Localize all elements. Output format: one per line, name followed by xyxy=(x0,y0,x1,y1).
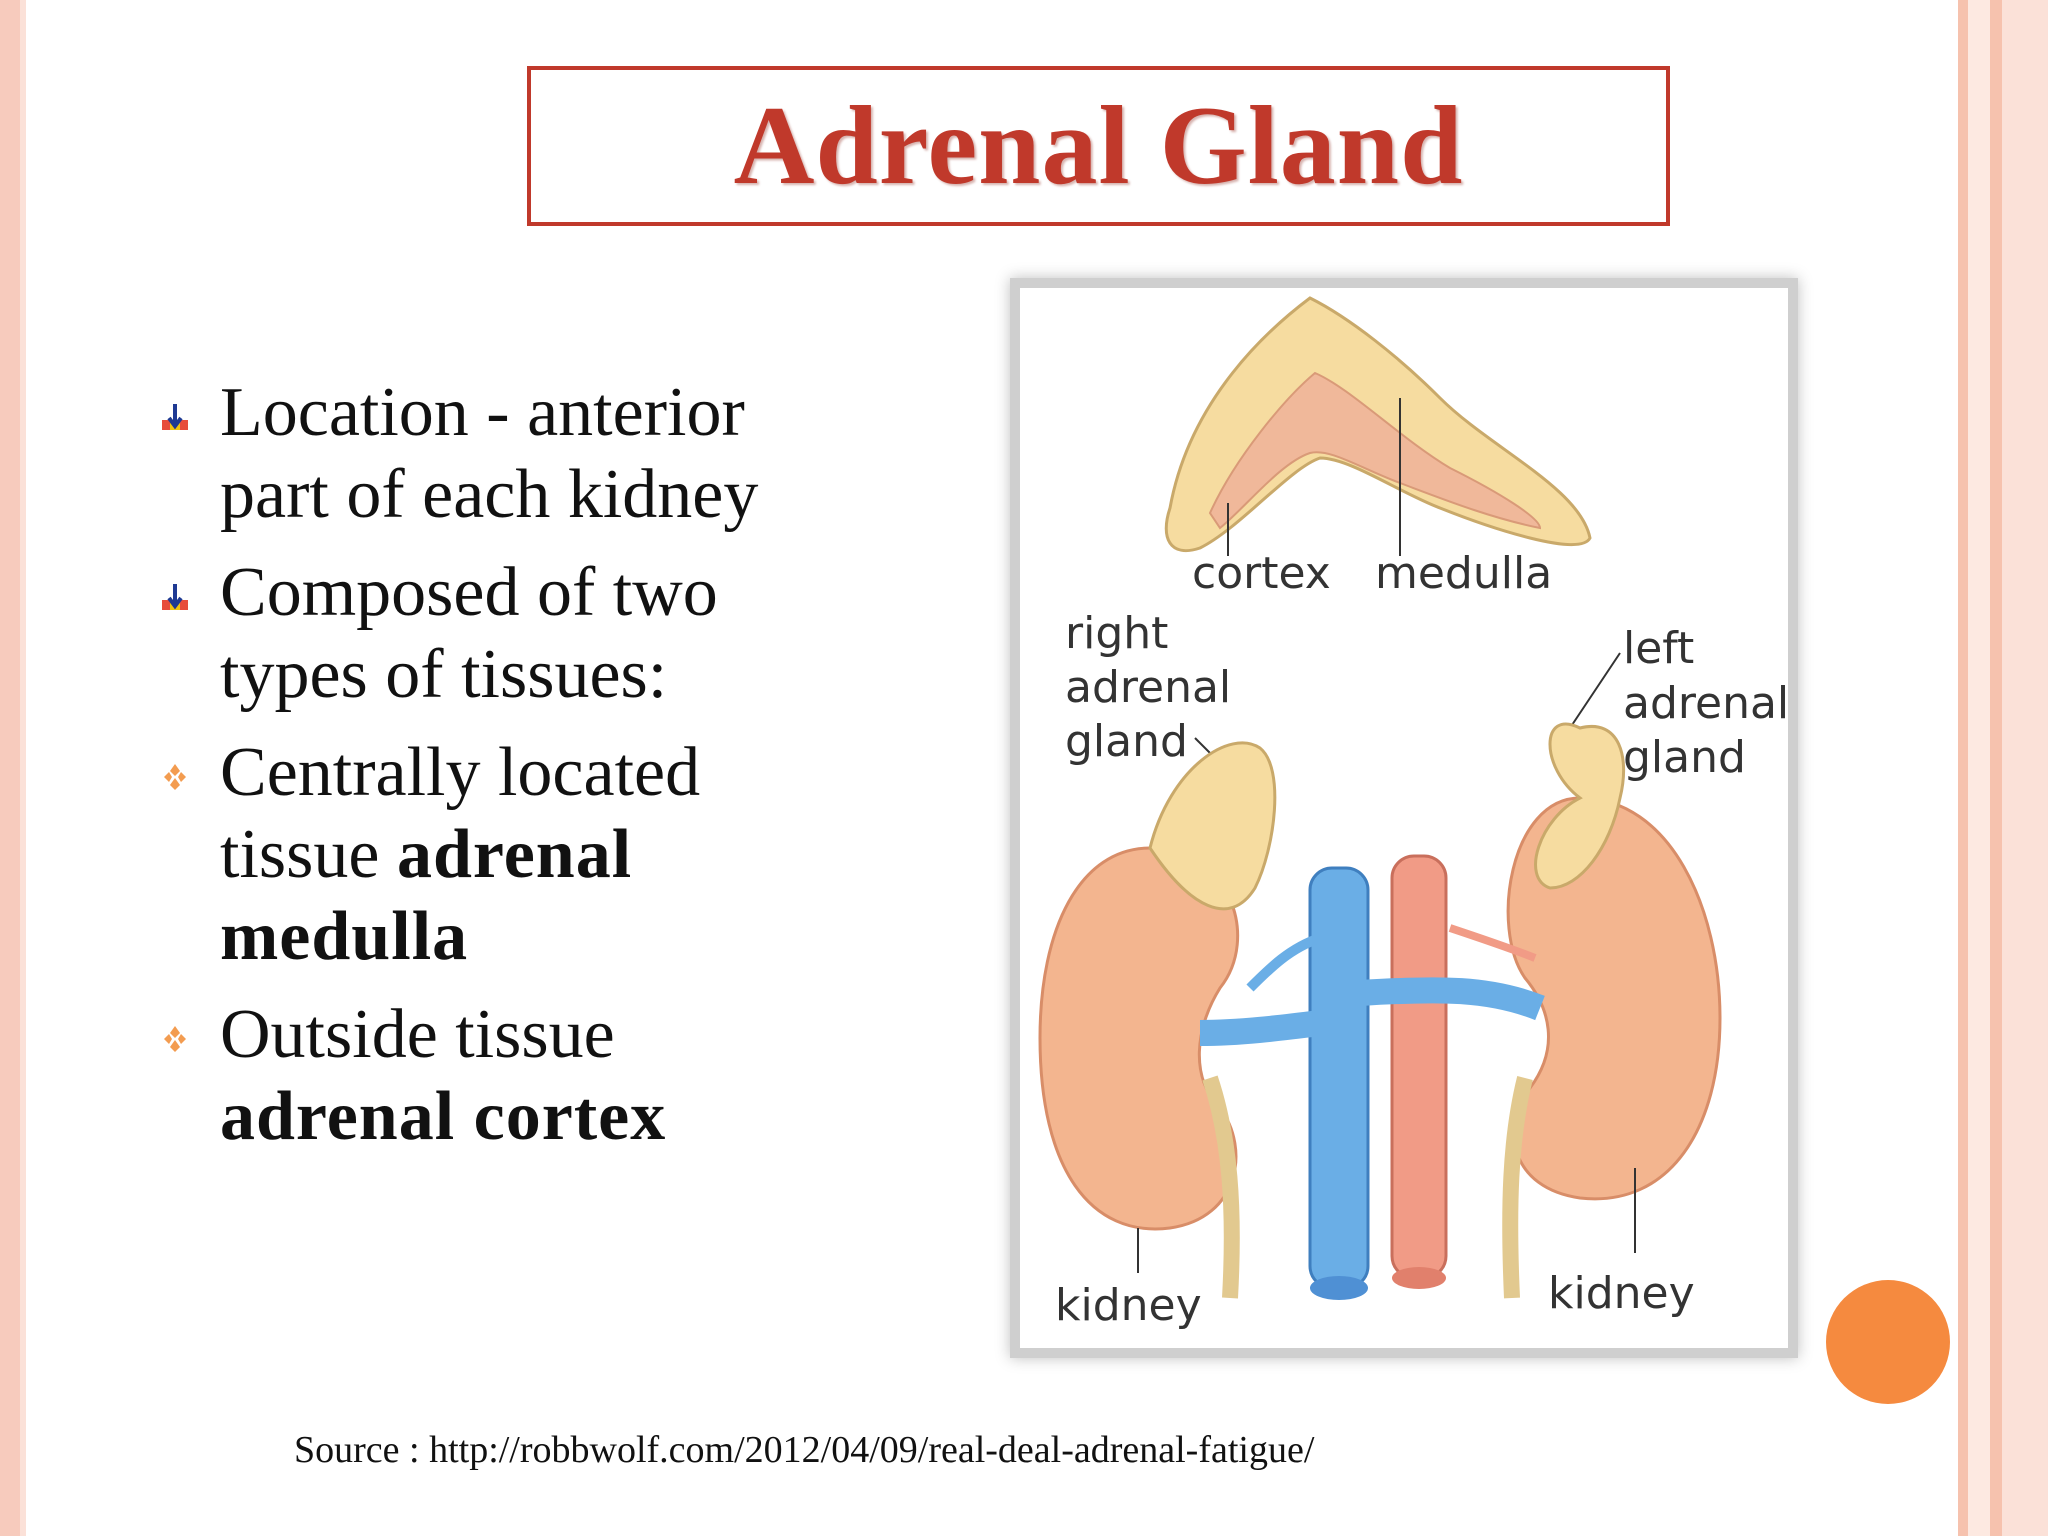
adrenal-gland-left xyxy=(1148,741,1277,911)
label-right-gland: gland xyxy=(1065,716,1188,767)
kidney-left xyxy=(1038,846,1240,1231)
renal-vein-left xyxy=(1199,1010,1322,1046)
ureter-left xyxy=(1202,1075,1240,1299)
anatomy-figure: cortex medulla right adrenal gland left … xyxy=(1010,278,1798,1358)
kidney-right xyxy=(1506,796,1722,1201)
label-right-gland: right xyxy=(1065,608,1168,659)
right-frame-stripe xyxy=(1990,0,2002,1536)
bullet-line: Centrally located xyxy=(220,734,701,811)
label-left-gland: adrenal xyxy=(1623,678,1788,729)
title-box: Adrenal Gland xyxy=(527,66,1670,226)
diamond-bullet-icon xyxy=(164,764,186,790)
arrow-bullet-icon xyxy=(162,404,188,430)
source-citation: Source : http://robbwolf.com/2012/04/09/… xyxy=(294,1429,1315,1471)
bullet-item: Centrally located tissue adrenal medulla xyxy=(158,732,858,978)
label-kidney-right: kidney xyxy=(1548,1268,1695,1319)
decorative-orange-circle xyxy=(1826,1280,1950,1404)
ureter-right xyxy=(1502,1076,1533,1299)
diamond-bullet-icon xyxy=(164,1026,186,1052)
bullet-item: Composed of two types of tissues: xyxy=(158,552,858,716)
adrenal-gland-right xyxy=(1534,722,1626,890)
bold-term: medulla xyxy=(220,898,469,975)
right-frame-stripe xyxy=(2002,0,2048,1536)
arrow-bullet-icon xyxy=(162,584,188,610)
adrenal-kidney-illustration: cortex medulla right adrenal gland left … xyxy=(1038,296,1788,1331)
bullet-line: part of each kidney xyxy=(220,456,759,533)
aorta xyxy=(1390,854,1448,1280)
slide-title: Adrenal Gland xyxy=(733,83,1464,208)
left-frame-border xyxy=(0,0,26,1536)
bold-term: adrenal xyxy=(396,816,633,893)
right-frame-stripe xyxy=(1968,0,1990,1536)
label-left-gland: gland xyxy=(1623,732,1746,783)
bullet-line: types of tissues: xyxy=(220,636,668,713)
label-cortex: cortex xyxy=(1192,548,1331,599)
bullet-line: Location - anterior xyxy=(220,374,745,451)
bullet-line: Composed of two xyxy=(220,554,718,631)
vena-cava xyxy=(1308,866,1370,1290)
bullet-line-prefix: tissue xyxy=(220,816,397,893)
label-medulla: medulla xyxy=(1375,548,1552,599)
renal-vein-right xyxy=(1359,977,1545,1021)
adrenal-cross-section-medulla xyxy=(1208,371,1542,530)
bullet-list: Location - anterior part of each kidney … xyxy=(158,372,858,1174)
label-kidney-left: kidney xyxy=(1055,1280,1202,1331)
label-left-gland: left xyxy=(1623,623,1694,674)
label-right-gland: adrenal xyxy=(1065,662,1231,713)
right-frame-stripe xyxy=(1958,0,1968,1536)
bullet-item: Outside tissue adrenal cortex xyxy=(158,994,858,1158)
bullet-item: Location - anterior part of each kidney xyxy=(158,372,858,536)
bold-term: adrenal cortex xyxy=(220,1078,667,1155)
bullet-line: Outside tissue xyxy=(220,996,615,1073)
